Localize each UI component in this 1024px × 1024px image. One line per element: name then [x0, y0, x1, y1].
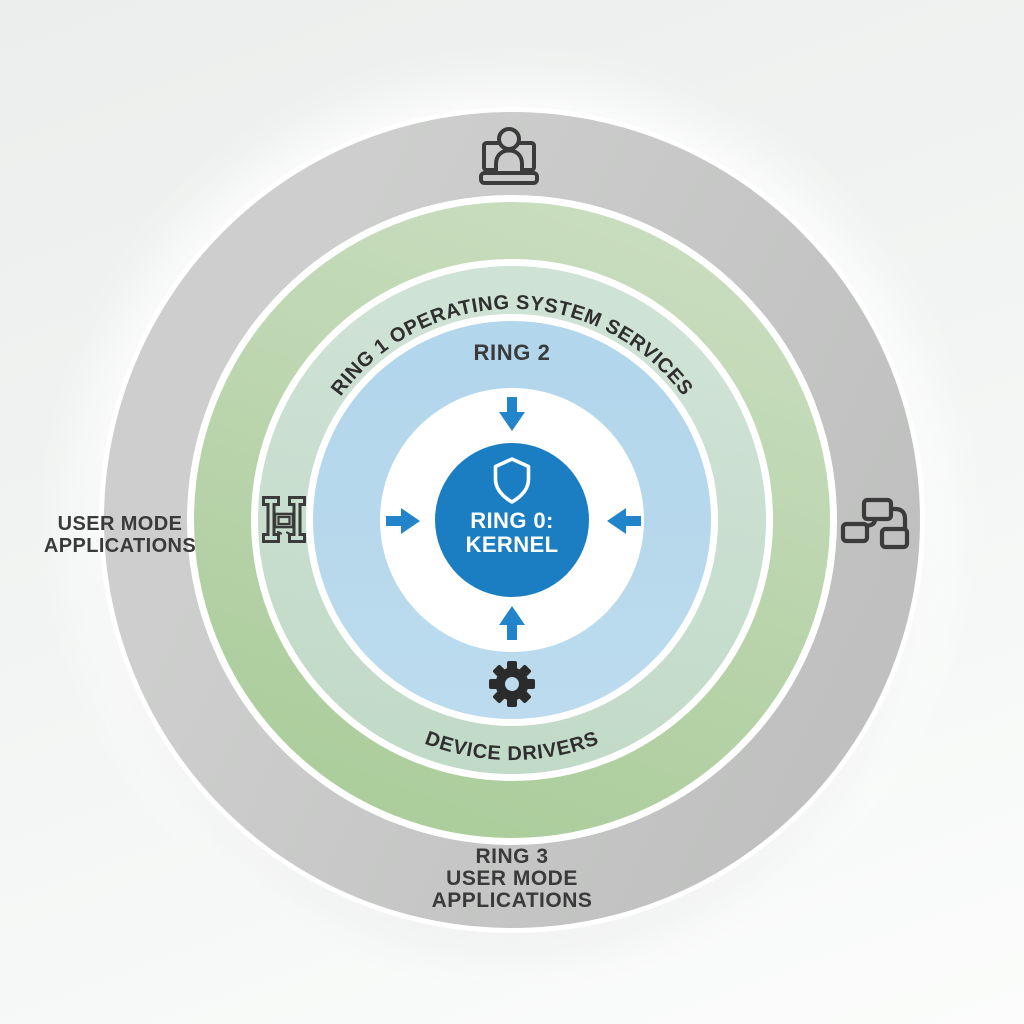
kernel-label-line1: RING 0:	[470, 508, 554, 533]
left-label-line2: APPLICATIONS	[43, 535, 197, 557]
left-user-mode-label: USER MODE APPLICATIONS	[18, 513, 222, 557]
ring3-label-line1: RING 3	[475, 845, 549, 868]
ring2-label: RING 2	[473, 340, 551, 365]
ring3-label-line3: APPLICATIONS	[431, 889, 593, 912]
ring3-label-line2: USER MODE	[446, 867, 578, 890]
ring3-label: RING 3 USER MODE APPLICATIONS	[0, 846, 1024, 912]
left-label-line1: USER MODE	[57, 513, 183, 535]
kernel-label-line2: KERNEL	[465, 532, 559, 557]
kernel-label: RING 0: KERNEL	[436, 509, 588, 557]
